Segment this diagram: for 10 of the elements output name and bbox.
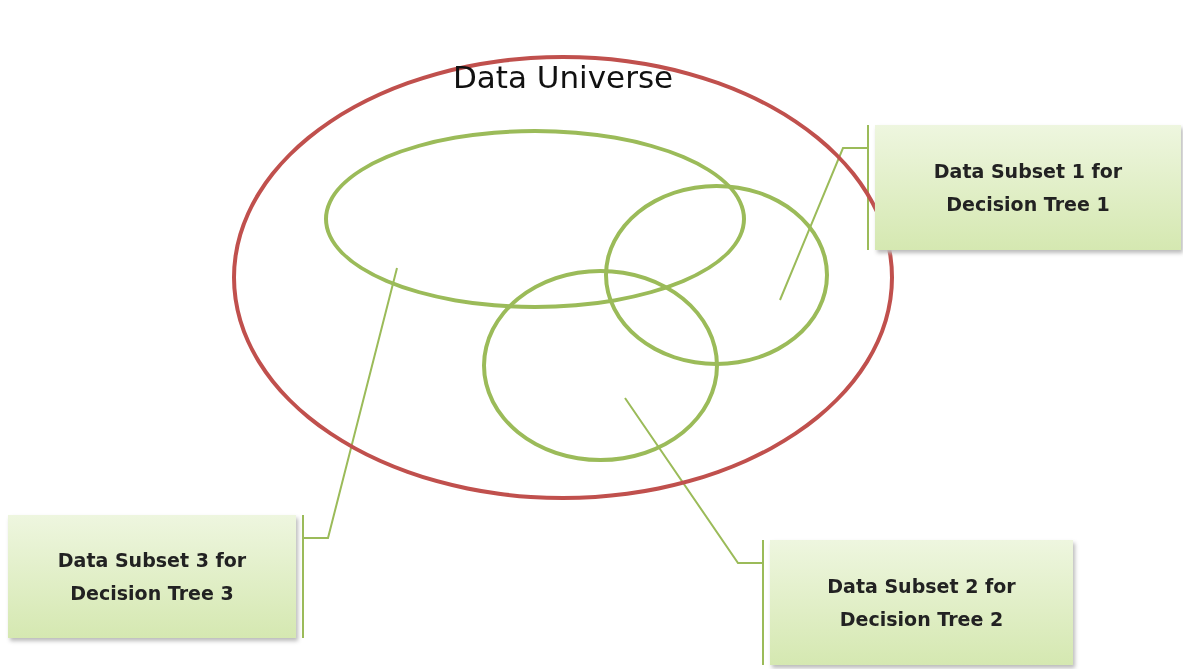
- leader-line: [302, 267, 398, 639]
- callout-box: Data Subset 3 for Decision Tree 3: [8, 515, 296, 638]
- callout-box: Data Subset 2 for Decision Tree 2: [770, 540, 1073, 665]
- subset-ellipse: [604, 184, 829, 366]
- leader-line: [779, 124, 869, 301]
- subset-ellipse: [482, 269, 719, 462]
- subset-ellipse: [324, 129, 746, 309]
- leader-line: [624, 397, 764, 666]
- callout-box: Data Subset 1 for Decision Tree 1: [875, 125, 1181, 250]
- ellipse-title: Data Universe: [451, 59, 675, 95]
